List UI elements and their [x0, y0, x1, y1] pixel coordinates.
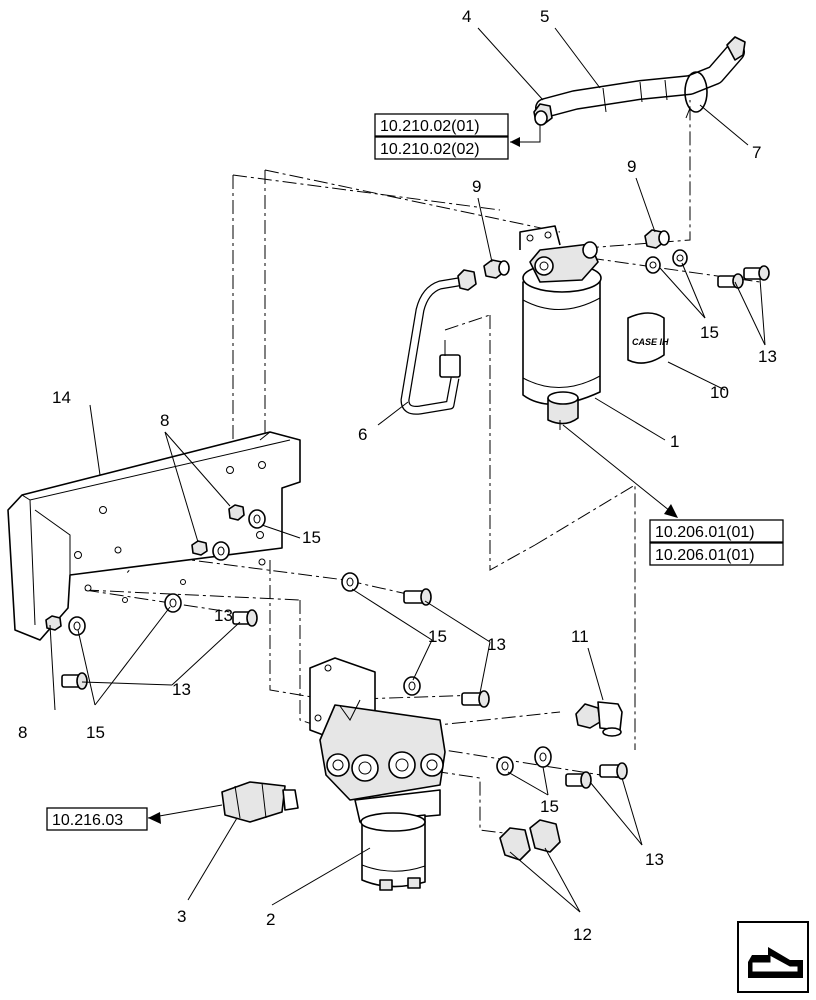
fuel-filter-part-1	[519, 225, 602, 430]
decal-text: CASE IH	[632, 337, 669, 347]
reference-label: 10.210.02(02)	[380, 141, 480, 158]
callout-label: 9	[472, 177, 481, 196]
callout-label: 12	[573, 925, 592, 944]
clamp-part-7	[684, 71, 708, 119]
callout-label: 10	[710, 383, 729, 402]
callout-label: 7	[752, 143, 761, 162]
reference-box-10-216-03[interactable]: 10.216.03	[46, 807, 148, 831]
plug-part-12	[499, 819, 561, 861]
callout-label: 9	[627, 157, 636, 176]
shield-bracket-part-14	[7, 431, 301, 641]
back-arrow-icon[interactable]	[737, 921, 809, 993]
washer-part-15	[68, 249, 688, 776]
callout-label: 8	[160, 411, 169, 430]
callout-label: 4	[462, 7, 471, 26]
callout-label: 11	[571, 627, 589, 646]
pump-part-2	[309, 657, 446, 891]
reference-box-10-206-01-01-bottom[interactable]: 10.206.01(01)	[649, 542, 784, 566]
callout-label: 14	[52, 388, 71, 407]
callout-label: 15	[540, 797, 559, 816]
hose-part-5	[535, 36, 746, 118]
reference-box-10-210-02-02[interactable]: 10.210.02(02)	[374, 136, 509, 160]
callout-label: 15	[428, 627, 447, 646]
reference-label: 10.206.01(01)	[655, 524, 755, 541]
callout-label: 15	[302, 528, 321, 547]
fuel-line-part-6	[400, 269, 477, 415]
callout-label: 13	[214, 606, 233, 625]
nut-part-8	[45, 504, 245, 631]
reference-box-10-210-02-01[interactable]: 10.210.02(01)	[374, 113, 509, 137]
leader-lines	[49, 27, 766, 913]
callout-label: 8	[18, 723, 27, 742]
reference-box-10-206-01-01-top[interactable]: 10.206.01(01)	[649, 519, 784, 543]
decal-part-10: CASE IH	[627, 312, 669, 364]
reference-label: 10.216.03	[52, 812, 123, 829]
callout-label: 6	[358, 425, 367, 444]
callout-label: 3	[177, 907, 186, 926]
callout-label: 13	[487, 635, 506, 654]
fitting-part-9	[483, 229, 670, 279]
callout-label: 13	[758, 347, 777, 366]
callout-label: 2	[266, 910, 275, 929]
arrowheads	[148, 137, 678, 824]
reference-label: 10.206.01(01)	[655, 547, 755, 564]
callout-label: 5	[540, 7, 549, 26]
fitting-part-4	[533, 103, 553, 126]
fitting-part-3	[221, 781, 299, 823]
bolt-part-13	[61, 265, 770, 789]
callout-label: 1	[670, 432, 679, 451]
callout-labels: 1 2 3 4 5 6 7 8 8 9 9 10 11 12 13 13 13 …	[18, 7, 777, 944]
callout-label: 13	[172, 680, 191, 699]
callout-label: 15	[86, 723, 105, 742]
callout-label: 15	[700, 323, 719, 342]
callout-label: 13	[645, 850, 664, 869]
reference-label: 10.210.02(01)	[380, 118, 480, 135]
elbow-fitting-part-11	[575, 701, 623, 737]
